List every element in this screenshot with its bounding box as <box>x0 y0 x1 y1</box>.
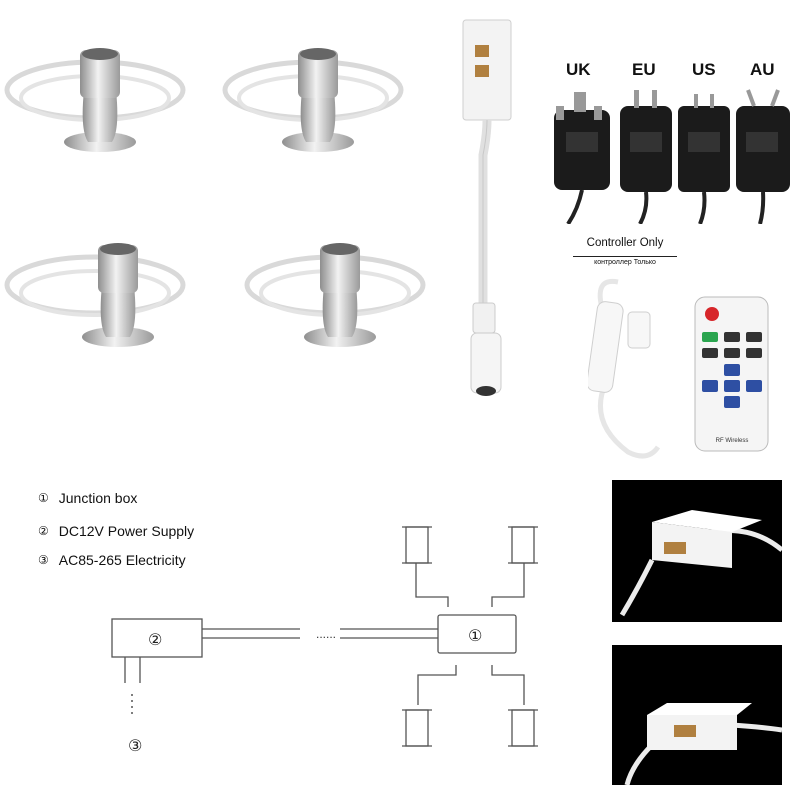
plug-label-au: AU <box>750 60 775 79</box>
adapter-eu <box>620 90 672 224</box>
legend-item-power-supply: ② DC12V Power Supply <box>38 523 194 539</box>
spotlights-photo <box>4 48 426 347</box>
plug-label-eu: EU <box>632 60 656 79</box>
plug-label-uk: UK <box>566 60 591 79</box>
junction-label: ① <box>468 626 482 645</box>
supply-label: ② <box>148 630 162 649</box>
controller-title: Controller Only <box>586 237 664 249</box>
plug-label-us: US <box>692 60 716 79</box>
spotlight-1 <box>4 48 186 152</box>
junction-photo-top <box>612 480 784 622</box>
controller-photo <box>588 278 661 459</box>
junction-box <box>437 614 517 654</box>
junction-box-photo <box>462 19 512 396</box>
legend-text: Junction box <box>58 490 138 506</box>
spotlight-2 <box>222 48 404 152</box>
electric-label: ③ <box>128 736 142 755</box>
legend-num: ① <box>38 491 49 505</box>
adapter-uk <box>554 92 610 224</box>
power-adapters-photo <box>554 89 790 224</box>
wiring-diagram: ...... ① ② ③ <box>111 526 538 755</box>
controller-subtitle: контроллер Только <box>573 256 677 266</box>
legend-item-junction-box: ① Junction box <box>38 490 137 506</box>
adapter-us <box>678 94 730 224</box>
legend-num: ② <box>38 524 49 538</box>
spotlight-3 <box>4 243 186 347</box>
rf-remote: RF Wireless <box>694 296 769 452</box>
legend-text: DC12V Power Supply <box>58 523 195 539</box>
junction-photo-bottom <box>612 645 783 786</box>
spotlight-4 <box>244 243 426 347</box>
legend-num: ③ <box>38 553 49 567</box>
connection-dots: ...... <box>316 627 336 641</box>
remote-brand: RF Wireless <box>716 438 749 444</box>
legend-item-electricity: ③ AC85-265 Electricity <box>38 552 186 568</box>
legend-text: AC85-265 Electricity <box>58 552 186 568</box>
adapter-au <box>736 89 790 224</box>
